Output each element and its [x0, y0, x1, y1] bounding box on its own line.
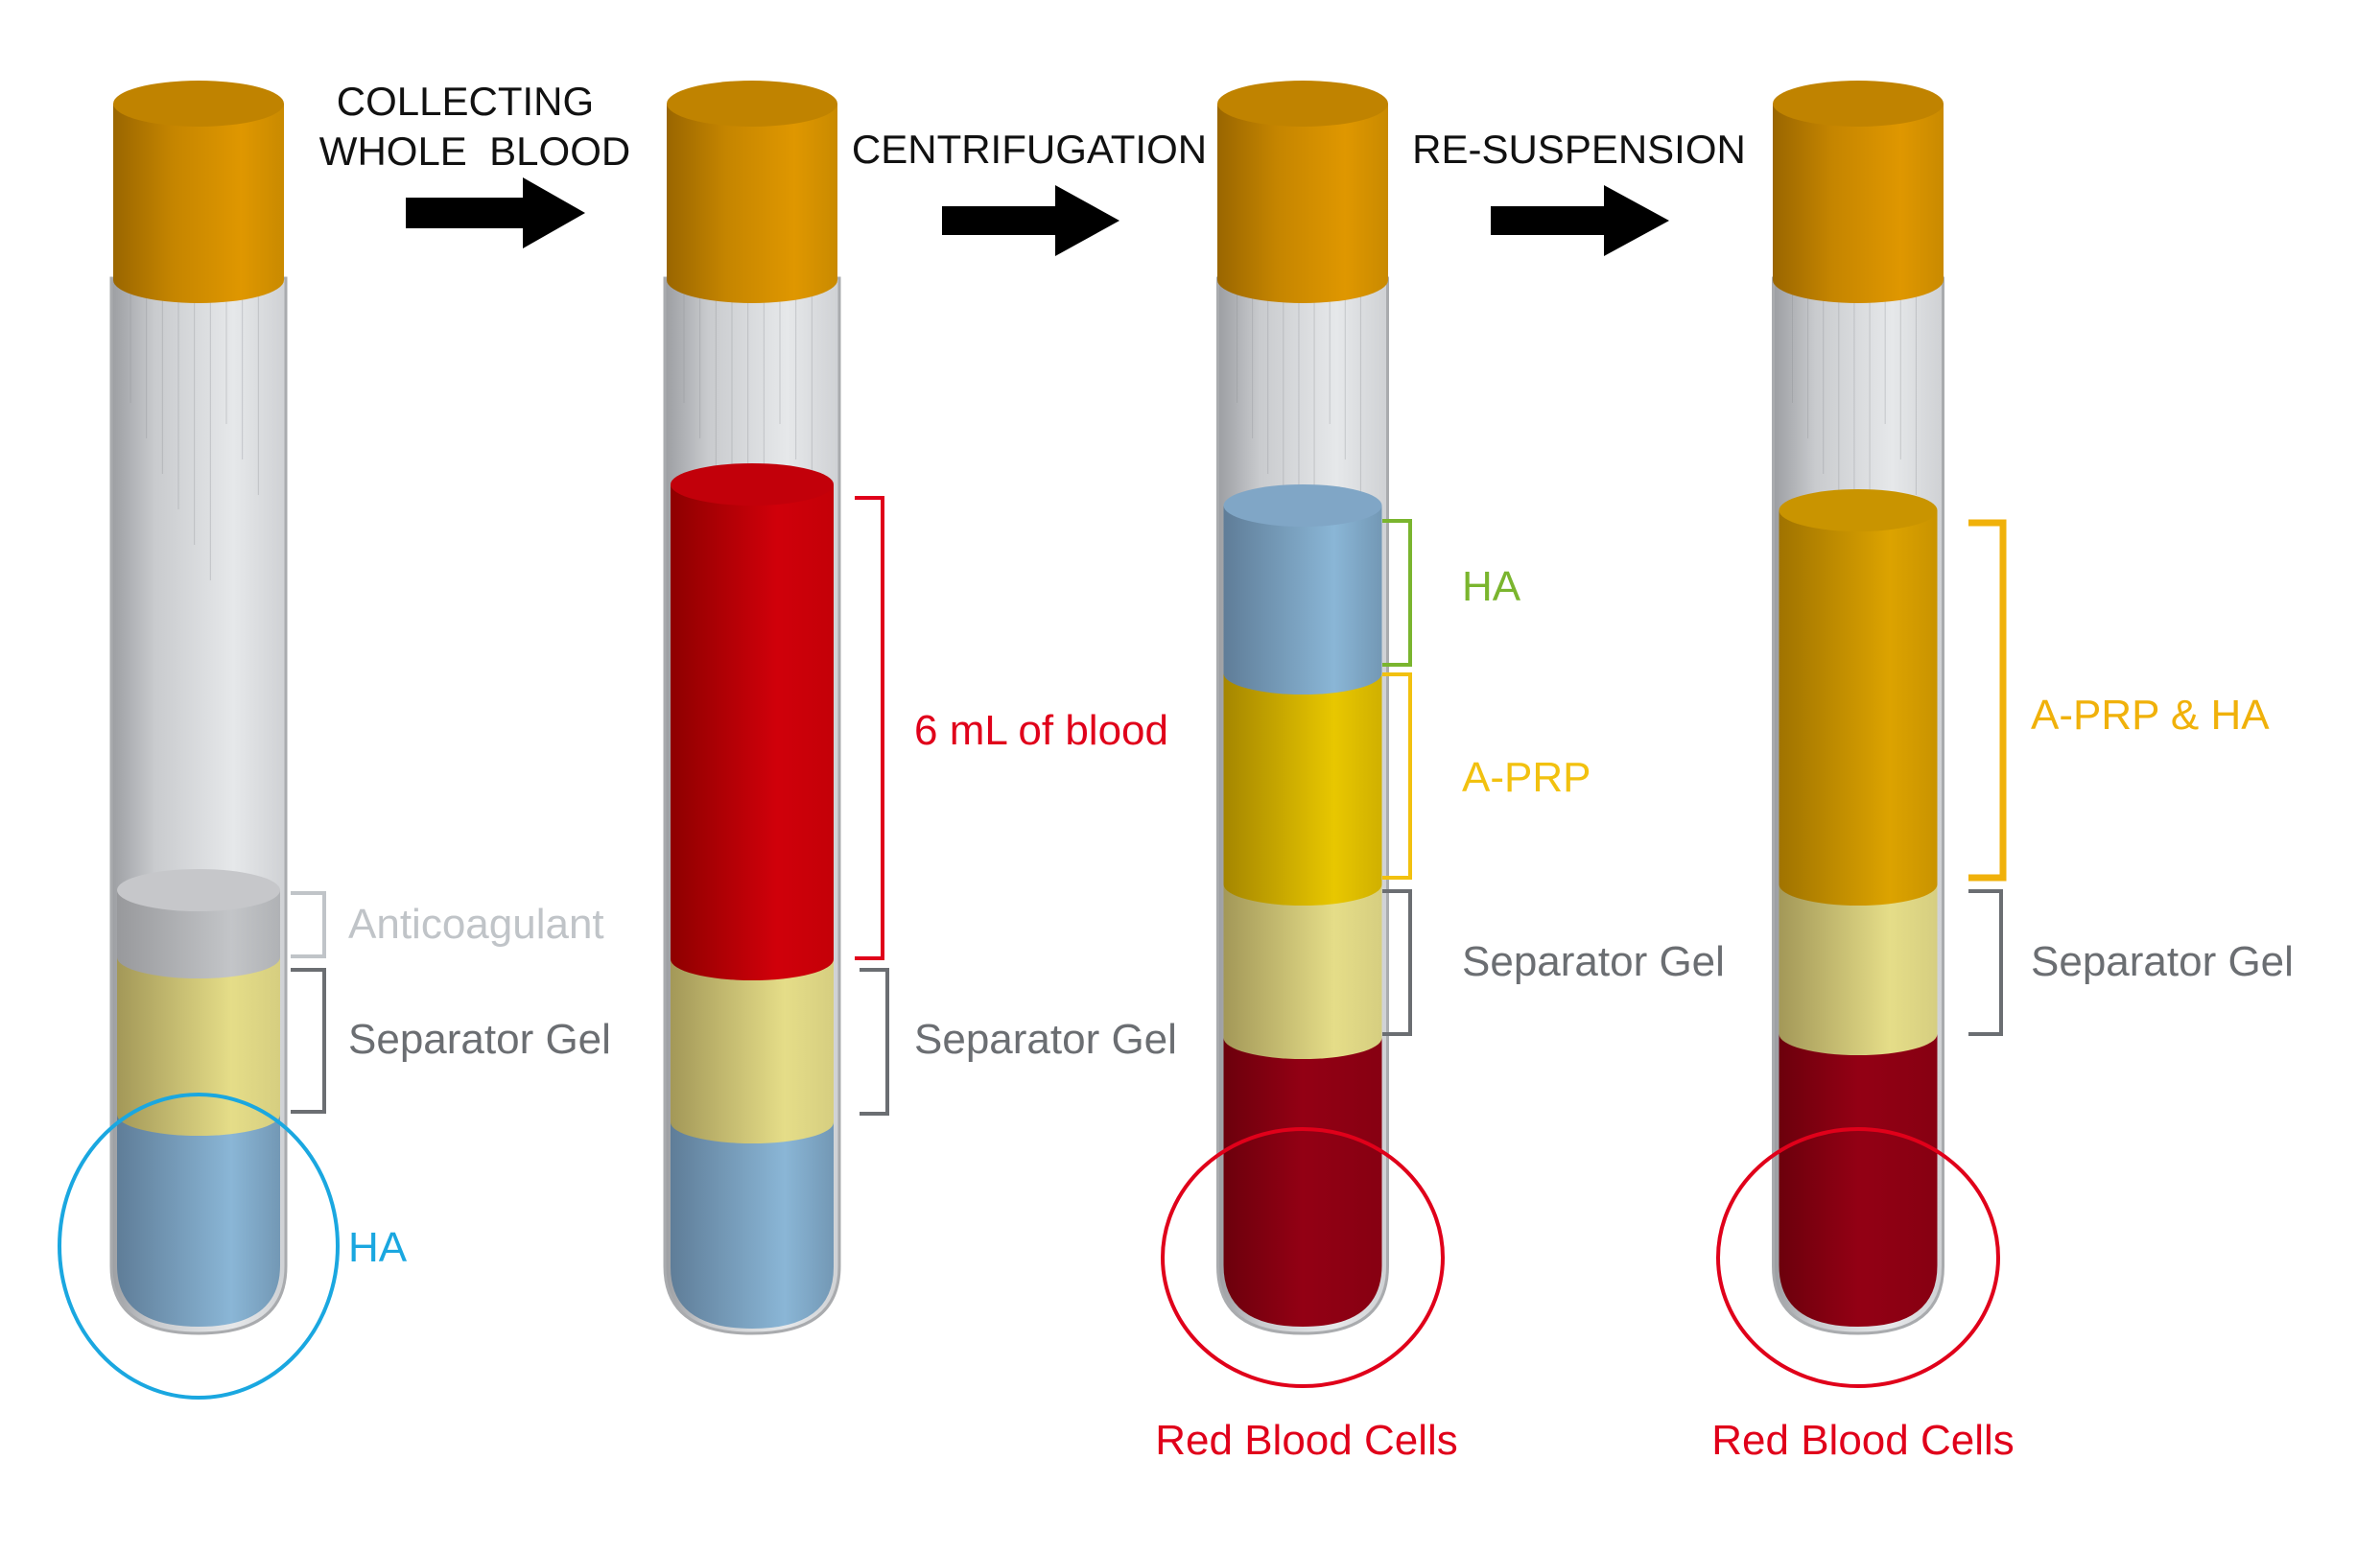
- ha-layer: [117, 1111, 280, 1327]
- whole-blood-layer: [671, 484, 834, 980]
- separator-gel-bracket: [1968, 889, 2003, 1036]
- ha-bracket: [1382, 519, 1412, 667]
- ha-layer-top: [1223, 484, 1382, 527]
- tube-cap: [1773, 104, 1944, 303]
- rbc-highlight-circle: [1716, 1127, 2000, 1388]
- tube-cap-top: [1217, 81, 1388, 127]
- tube-cap: [667, 104, 837, 303]
- tube-3-annotations: HA A-PRP Separator Gel Red Blood Cells: [1155, 519, 1725, 1464]
- tube-cap-top: [667, 81, 837, 127]
- aprp-ha-layer: [1779, 510, 1938, 906]
- arrow-right-icon: [1491, 185, 1669, 256]
- ha-layer: [1223, 506, 1382, 695]
- step-2-label: CENTRIFUGATION: [852, 127, 1207, 172]
- separator-gel-layer: [1223, 878, 1382, 1059]
- ha-highlight-circle: [58, 1093, 340, 1400]
- separator-gel-bracket: [1382, 889, 1412, 1036]
- separator-gel-label: Separator Gel: [1462, 938, 1725, 985]
- ha-label: HA: [348, 1224, 408, 1271]
- step-1-label-line2: WHOLE BLOOD: [319, 129, 630, 174]
- arrow-right-icon: [942, 185, 1119, 256]
- tube-1-initial: [109, 81, 288, 1335]
- separator-gel-layer: [1779, 878, 1938, 1055]
- tube-cap-top: [113, 81, 284, 127]
- anticoagulant-bracket: [291, 891, 326, 958]
- tube-4-annotations: A-PRP & HA Separator Gel Red Blood Cells: [1711, 519, 2294, 1464]
- step-3-label: RE-SUSPENSION: [1412, 127, 1746, 172]
- tube-cap-top: [1773, 81, 1944, 127]
- separator-gel-layer: [117, 950, 280, 1136]
- rbc-label: Red Blood Cells: [1711, 1417, 2015, 1464]
- tube-cap: [1217, 104, 1388, 303]
- ha-label: HA: [1462, 563, 1521, 610]
- ha-layer: [671, 1118, 834, 1329]
- aprp-ha-layer-top: [1779, 489, 1938, 531]
- separator-gel-bracket: [291, 968, 326, 1114]
- aprp-label: A-PRP: [1462, 754, 1591, 801]
- separator-gel-layer: [671, 950, 834, 1143]
- tube-cap: [113, 104, 284, 303]
- blood-volume-label: 6 mL of blood: [914, 707, 1168, 754]
- tubes-group: [109, 81, 1944, 1335]
- anticoagulant-layer-top: [117, 869, 280, 911]
- aprp-ha-bracket: [1968, 519, 2007, 882]
- rbc-highlight-circle: [1161, 1127, 1445, 1388]
- separator-gel-label: Separator Gel: [2031, 938, 2294, 985]
- tube-2-whole-blood: [663, 81, 841, 1335]
- separator-gel-bracket: [860, 968, 889, 1116]
- separator-gel-label: Separator Gel: [914, 1016, 1177, 1063]
- arrow-right-icon: [406, 177, 585, 248]
- separator-gel-label: Separator Gel: [348, 1016, 611, 1063]
- rbc-label: Red Blood Cells: [1155, 1417, 1458, 1464]
- tube-4-resuspended: [1772, 81, 1944, 1335]
- aprp-ha-label: A-PRP & HA: [2031, 692, 2270, 739]
- blood-bracket: [855, 496, 884, 960]
- step-centrifugation: CENTRIFUGATION: [852, 127, 1207, 256]
- step-resuspension: RE-SUSPENSION: [1412, 127, 1746, 256]
- rbc-layer: [1223, 1031, 1382, 1327]
- step-1-label-line1: COLLECTING: [337, 79, 594, 124]
- step-collecting: COLLECTING WHOLE BLOOD: [319, 79, 630, 248]
- anticoagulant-layer: [117, 890, 280, 978]
- whole-blood-layer-top: [671, 463, 834, 506]
- aprp-layer: [1223, 667, 1382, 906]
- aprp-bracket: [1382, 672, 1412, 880]
- tube-2-annotations: 6 mL of blood Separator Gel: [855, 496, 1177, 1116]
- tube-3-centrifuged: [1216, 81, 1389, 1335]
- tube-1-annotations: Anticoagulant Separator Gel HA: [58, 891, 611, 1400]
- anticoagulant-label: Anticoagulant: [348, 901, 604, 948]
- rbc-layer: [1779, 1028, 1938, 1327]
